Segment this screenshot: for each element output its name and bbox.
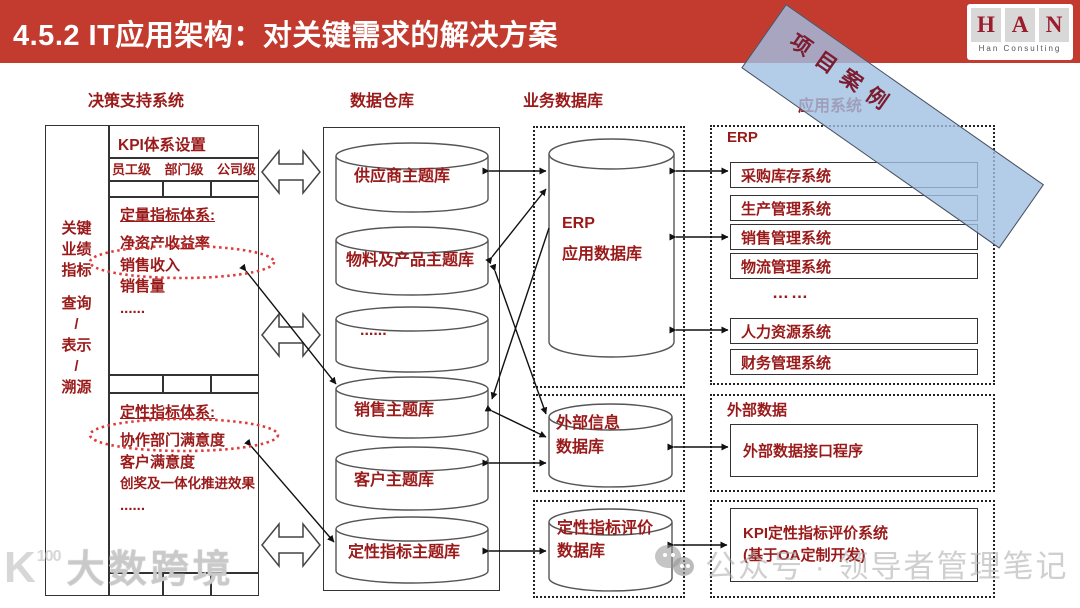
kpi-eval-system-line2: (基于OA定制开发) <box>743 547 866 564</box>
dss-cell-divider <box>162 374 164 392</box>
dss-cell-divider <box>210 374 212 392</box>
side-line: 查询 <box>61 295 92 312</box>
side-line: / <box>74 358 79 375</box>
side-line: 指标 <box>61 262 92 279</box>
warehouse-outer-box <box>323 127 500 591</box>
apps-external-label: 外部数据 <box>727 402 788 419</box>
dss-cell-divider <box>210 180 212 196</box>
system-logistics-mgmt: 物流管理系统 <box>730 253 978 279</box>
label-qual-db-line2: 数据库 <box>557 543 606 560</box>
qual-item: 创奖及一体化推进效果 <box>120 476 255 491</box>
kpi-eval-system-line1: KPI定性指标评价系统 <box>743 525 889 542</box>
logo-letter-squares: H A N <box>971 8 1069 42</box>
qual-heading: 定性指标体系: <box>120 404 215 421</box>
header-decision-support: 决策支持系统 <box>88 93 185 110</box>
dss-grid-line <box>108 196 259 198</box>
level-department: 部门级 <box>164 162 204 177</box>
logo-subtitle: Han Consulting <box>978 44 1062 53</box>
dss-grid-line <box>108 572 259 574</box>
label-material-theme: 物料及产品主题库 <box>346 252 475 269</box>
external-interface-box: 外部数据接口程序 <box>730 424 978 477</box>
dss-grid-line <box>108 392 259 394</box>
watermark-logo-icon: K <box>4 543 36 592</box>
dss-strip-divider <box>108 125 110 596</box>
system-hr: 人力资源系统 <box>730 318 978 344</box>
dss-grid-line <box>108 374 259 376</box>
qual-item: 协作部门满意度 <box>120 432 226 449</box>
apps-kpi-frame <box>710 500 995 598</box>
label-ellipsis-theme: ...... <box>360 322 387 339</box>
quant-item: 净资产收益率 <box>120 235 211 252</box>
quant-item: ...... <box>120 299 146 317</box>
kpi-eval-system-box: KPI定性指标评价系统 (基于OA定制开发) <box>730 508 978 582</box>
business-db-external-frame <box>533 394 685 492</box>
kpi-system-title: KPI体系设置 <box>118 137 206 154</box>
label-supplier-theme: 供应商主题库 <box>354 168 451 185</box>
title-bar <box>0 0 1080 63</box>
system-finance-mgmt: 财务管理系统 <box>730 349 978 375</box>
quant-item: 销售收入 <box>120 256 181 274</box>
dss-grid-line <box>108 180 259 182</box>
slide-title: 4.5.2 IT应用架构：对关键需求的解决方案 <box>13 20 558 52</box>
block-arrow-bottom <box>261 521 321 569</box>
header-data-warehouse: 数据仓库 <box>350 93 415 110</box>
qual-item: ...... <box>120 496 146 514</box>
label-external-db-line2: 数据库 <box>556 439 605 456</box>
apps-ellipsis: …… <box>772 283 810 302</box>
label-qualitative-theme: 定性指标主题库 <box>348 544 461 561</box>
logo-letter-n: N <box>1039 8 1069 42</box>
label-external-db-line1: 外部信息 <box>556 415 621 432</box>
kpi-levels-row: 员工级 部门级 公司级 <box>109 159 259 178</box>
side-line: 表示 <box>61 337 92 354</box>
logo-letter-h: H <box>971 8 1001 42</box>
label-erp-db-line1: ERP <box>562 215 595 232</box>
dss-cell-divider <box>210 572 212 596</box>
quant-item: 销售量 <box>120 278 166 295</box>
level-employee: 员工级 <box>112 162 152 177</box>
quant-heading: 定量指标体系: <box>120 207 215 224</box>
label-sales-theme: 销售主题库 <box>354 402 435 419</box>
dss-cell-divider <box>162 180 164 196</box>
side-line: 业绩 <box>61 241 92 258</box>
logo-letter-a: A <box>1005 8 1035 42</box>
side-line: 关键 <box>61 220 92 237</box>
label-qual-db-line1: 定性指标评价 <box>557 520 654 537</box>
qual-indicator-section: 定性指标体系: 协作部门满意度 客户满意度 创奖及一体化推进效果 ...... <box>120 401 265 516</box>
apps-external-frame <box>710 394 995 492</box>
header-business-db: 业务数据库 <box>523 93 604 110</box>
block-arrow-top <box>261 148 321 196</box>
company-logo: H A N Han Consulting <box>967 4 1073 60</box>
side-line: 溯源 <box>61 379 92 396</box>
dss-cell-divider <box>162 572 164 596</box>
system-sales-mgmt: 销售管理系统 <box>730 224 978 250</box>
kpi-side-caption: 关键 业绩 指标 查询 / 表示 / 溯源 <box>45 218 108 398</box>
dss-grid-line <box>108 157 259 159</box>
level-company: 公司级 <box>216 162 256 177</box>
apps-erp-label: ERP <box>727 129 758 146</box>
qual-item: 客户满意度 <box>120 453 196 471</box>
label-erp-db-line2: 应用数据库 <box>562 246 643 263</box>
quant-indicator-section: 定量指标体系: 净资产收益率 销售收入 销售量 ...... <box>120 204 265 319</box>
block-arrow-middle <box>261 311 321 359</box>
side-line: / <box>74 316 79 333</box>
label-customer-theme: 客户主题库 <box>354 472 435 489</box>
